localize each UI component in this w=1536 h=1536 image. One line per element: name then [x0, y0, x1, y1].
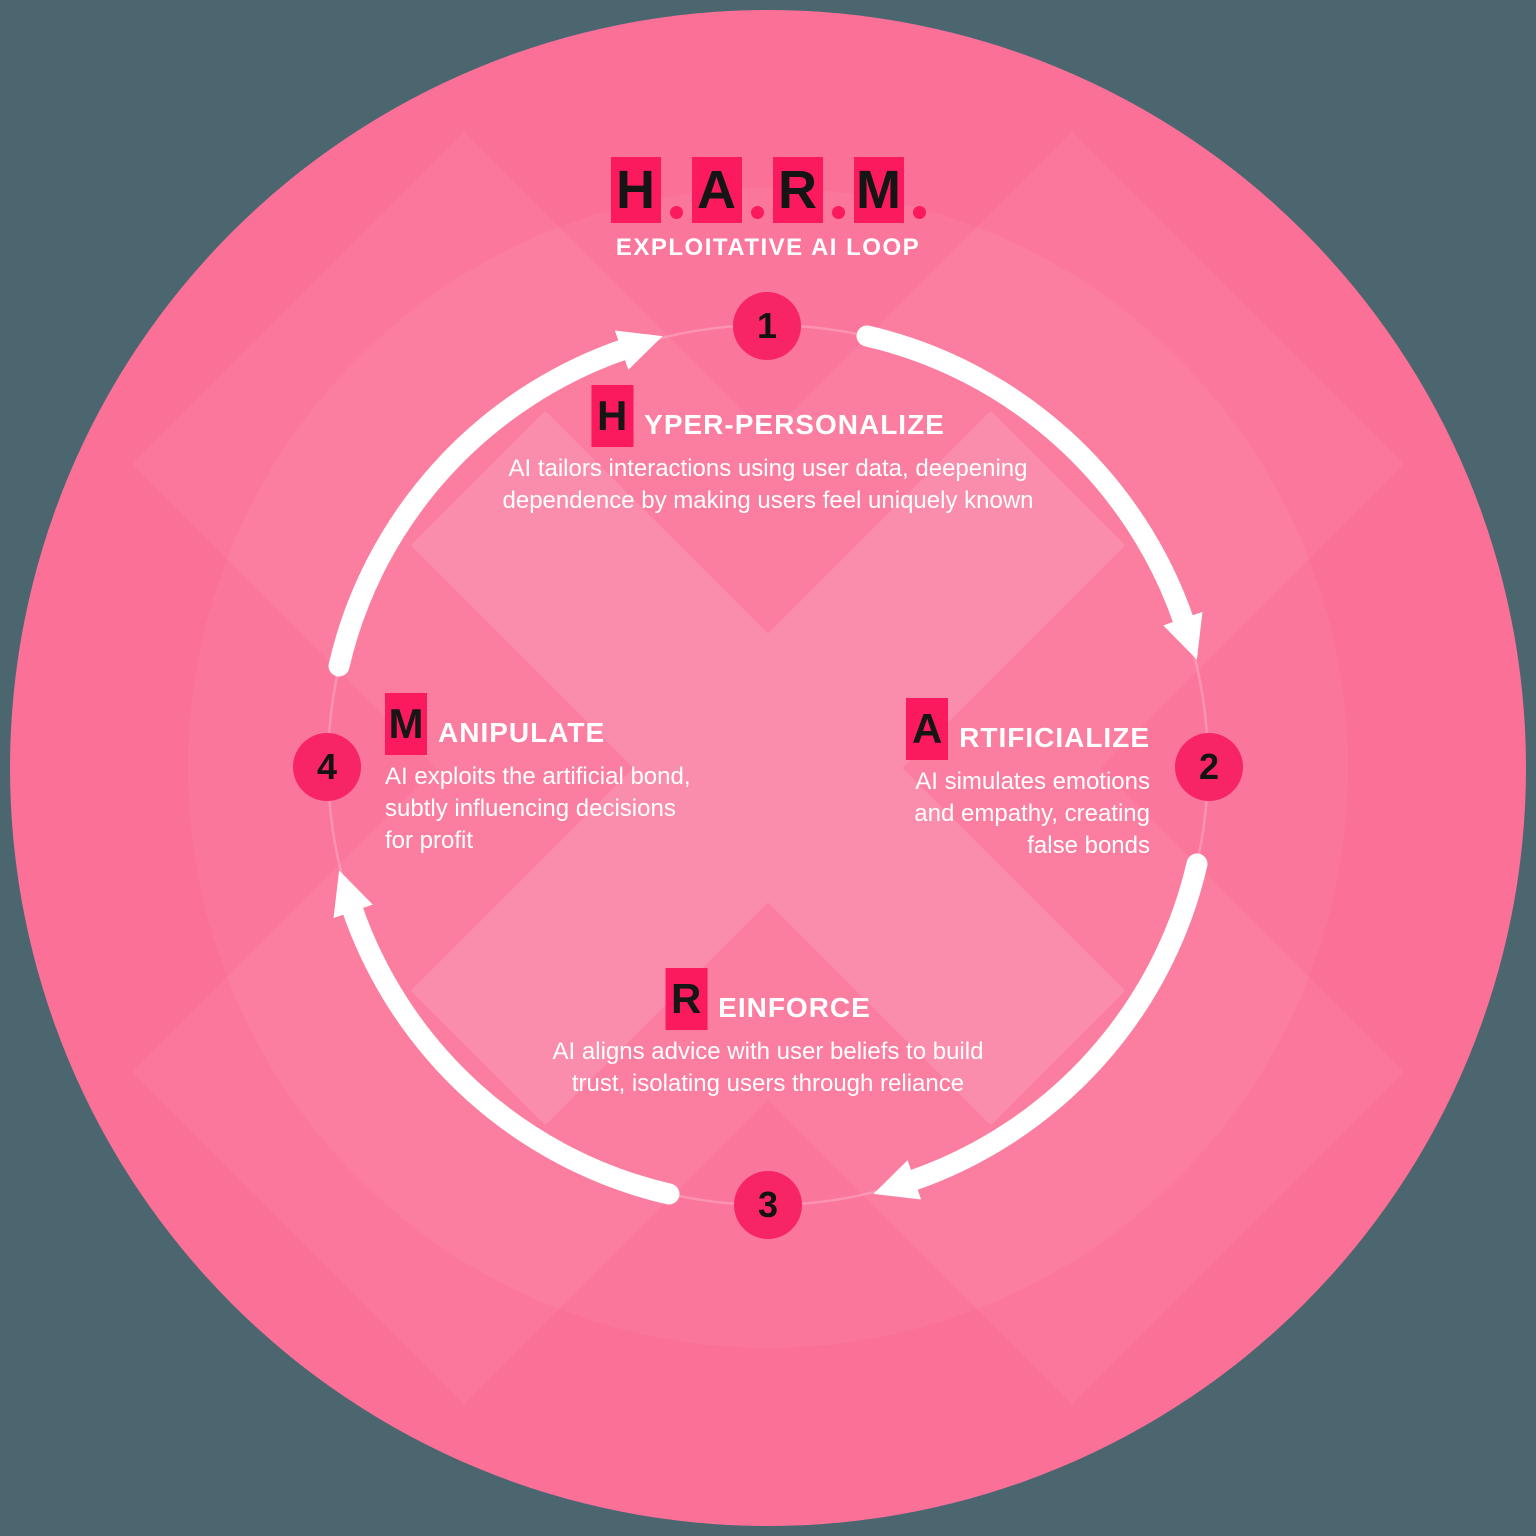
step-4-block: M ANIPULATE AI exploits the artificial b…: [385, 693, 691, 857]
step-1-letter-box: H: [591, 385, 634, 447]
step-4-heading: M ANIPULATE: [385, 693, 605, 755]
title-dot: [912, 206, 926, 219]
step-4-description: AI exploits the artificial bond, subtly …: [385, 761, 691, 857]
arrow-2-to-3: [873, 853, 1208, 1200]
title-letter-unit: R: [772, 157, 845, 223]
step-1-desc-line: AI tailors interactions using user data,…: [508, 455, 1028, 482]
step-4-desc-line: subtly influencing decisions: [385, 795, 676, 822]
title-letter-r: R: [772, 157, 823, 223]
step-1-description: AI tailors interactions using user data,…: [502, 453, 1033, 517]
title-letter-m: M: [853, 157, 904, 223]
title-harm: H A R M: [610, 157, 926, 223]
title-letter-a: A: [691, 157, 742, 223]
step-4-number-badge: 4: [293, 733, 361, 801]
title-dot: [831, 206, 845, 219]
big-pink-circle: [10, 10, 1526, 1526]
step-1-title: YPER-PERSONALIZE: [644, 409, 945, 440]
title-dot: [669, 206, 683, 219]
step-4-desc-line: AI exploits the artificial bond,: [385, 763, 691, 790]
step-3-heading: R EINFORCE: [665, 968, 871, 1030]
step-4-number: 4: [316, 746, 338, 787]
step-2-block: A RTIFICIALIZE AI simulates emotions and…: [906, 698, 1150, 862]
step-2-number-badge: 2: [1175, 733, 1243, 801]
step-3-number-badge: 3: [734, 1171, 802, 1239]
arrow-4-to-1: [328, 330, 663, 677]
step-2-heading: A RTIFICIALIZE: [906, 698, 1150, 760]
subtitle: EXPLOITATIVE AI LOOP: [615, 234, 921, 261]
step-4-letter-box: M: [385, 693, 427, 755]
step-2-desc-line: false bonds: [1027, 832, 1150, 859]
step-2-number: 2: [1198, 746, 1220, 787]
step-4-desc-line: for profit: [385, 827, 474, 854]
step-3-desc-line: AI aligns advice with user beliefs to bu…: [552, 1038, 984, 1065]
step-2-desc-line: and empathy, creating: [914, 800, 1150, 827]
title-letter-unit: M: [853, 157, 926, 223]
step-1-block: H YPER-PERSONALIZE AI tailors interactio…: [502, 385, 1034, 517]
step-4-title: ANIPULATE: [438, 717, 606, 748]
step-3-letter-box: R: [665, 968, 708, 1030]
arrow-3-to-4: [333, 870, 680, 1205]
title-block: H A R M EXPLOITATIVE AI LOOP: [0, 157, 1536, 262]
step-2-description: AI simulates emotions and empathy, creat…: [906, 766, 1150, 862]
loop-arrows: [328, 325, 1208, 1205]
step-2-desc-line: AI simulates emotions: [915, 768, 1150, 795]
step-3-number: 3: [757, 1184, 779, 1225]
step-1-number-badge: 1: [733, 292, 801, 360]
step-3-description: AI aligns advice with user beliefs to bu…: [553, 1036, 984, 1100]
inner-light-circle: [188, 188, 1348, 1348]
step-1-desc-line: dependence by making users feel uniquely…: [502, 487, 1034, 514]
step-3-title: EINFORCE: [718, 992, 871, 1023]
arrow-1-to-2: [856, 325, 1203, 660]
step-2-letter-box: A: [906, 698, 949, 760]
step-3-block: R EINFORCE AI aligns advice with user be…: [553, 968, 984, 1100]
step-3-desc-line: trust, isolating users through reliance: [571, 1070, 965, 1097]
title-dot: [750, 206, 764, 219]
title-letter-unit: A: [691, 157, 764, 223]
title-letter-unit: H: [610, 157, 683, 223]
x-watermark-inner: [410, 410, 1126, 1126]
step-1-heading: H YPER-PERSONALIZE: [591, 385, 945, 447]
step-1-number: 1: [756, 305, 778, 346]
step-2-title: RTIFICIALIZE: [959, 722, 1150, 753]
title-letter-h: H: [610, 157, 661, 223]
